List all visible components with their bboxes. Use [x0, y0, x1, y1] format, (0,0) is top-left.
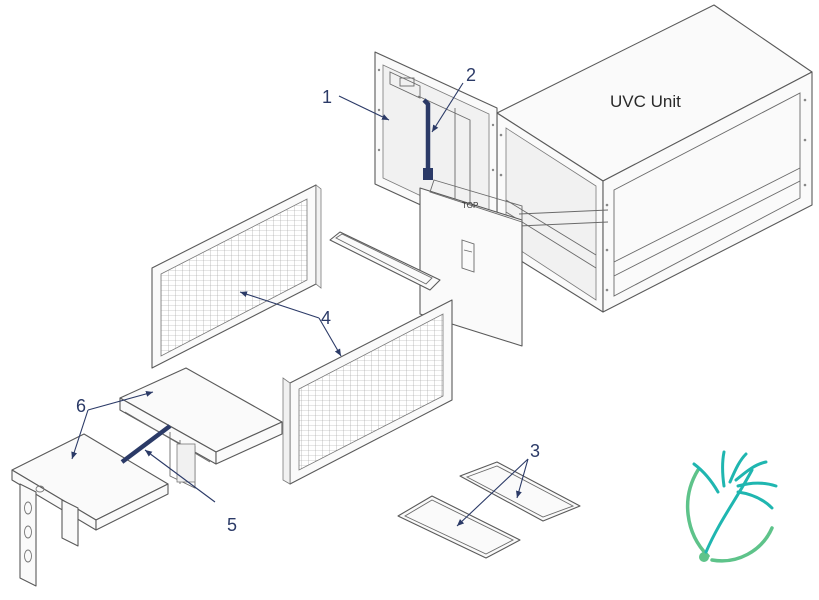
callout-6: 6 [76, 396, 86, 416]
unit-label: UVC Unit [610, 92, 681, 111]
callout-1: 1 [322, 87, 332, 107]
panel-label: TOP [462, 201, 478, 210]
ballast-box-rear [119, 367, 283, 489]
filter-panel-rear [151, 184, 322, 369]
lamp-mounting-panel [374, 51, 498, 241]
callout-3: 3 [530, 441, 540, 461]
narrow-frame-tray [329, 231, 441, 291]
ballast-box-front [11, 433, 169, 587]
uvc-unit-housing [496, 4, 813, 313]
lamp-tray-rear [459, 461, 581, 522]
uv-lamp-tube [120, 424, 172, 464]
callout-5: 5 [227, 515, 237, 535]
callout-2: 2 [466, 65, 476, 85]
filter-panel-front [282, 299, 453, 485]
lamp-tray-front [397, 495, 521, 559]
callout-leaders [71, 82, 529, 527]
callout-4: 4 [321, 308, 331, 328]
dandelion-logo-icon [685, 450, 778, 563]
uv-lamp [422, 98, 433, 180]
